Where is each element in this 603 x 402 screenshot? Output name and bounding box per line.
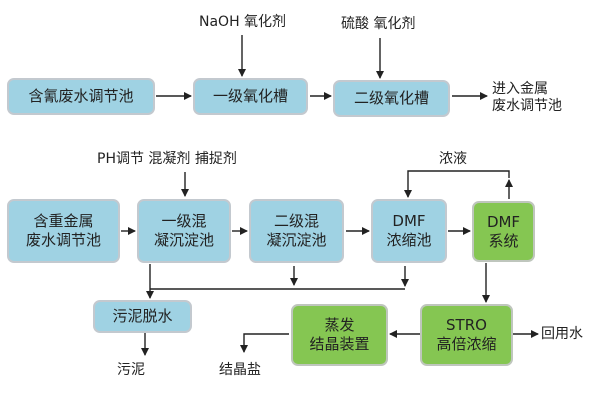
label-reagents: PH调节 混凝剂 捕捉剂	[97, 151, 237, 167]
node-cyanide-tank: 含氰废水调节池	[7, 78, 155, 115]
label-crystal-salt: 结晶盐	[219, 362, 261, 378]
label-sludge: 污泥	[117, 362, 145, 378]
label-to-metal-tank: 进入金属 废水调节池	[492, 81, 562, 114]
label-acid-oxidant: 硫酸 氧化剂	[341, 16, 416, 32]
label-concentrate: 浓液	[439, 151, 467, 167]
node-dmf-tank: DMF 浓缩池	[371, 199, 447, 263]
node-primary-oxidation: 一级氧化槽	[193, 78, 308, 115]
label-naoh-oxidant: NaOH 氧化剂	[199, 14, 287, 30]
node-secondary-oxidation: 二级氧化槽	[333, 80, 450, 117]
node-evap-crystal: 蒸发 结晶装置	[291, 304, 388, 366]
node-stro: STRO 高倍浓缩	[420, 304, 513, 366]
arrow-evap-to-salt	[240, 333, 289, 353]
arrow-concentrate-to-dmf	[404, 170, 510, 198]
node-primary-coag: 一级混 凝沉淀池	[137, 199, 231, 263]
node-secondary-coag: 二级混 凝沉淀池	[249, 199, 344, 263]
node-sludge-dewater: 污泥脱水	[93, 300, 192, 333]
node-heavy-metal-tank: 含重金属 废水调节池	[7, 199, 120, 263]
node-dmf-system: DMF 系统	[472, 201, 535, 262]
label-reuse-water: 回用水	[541, 326, 583, 342]
